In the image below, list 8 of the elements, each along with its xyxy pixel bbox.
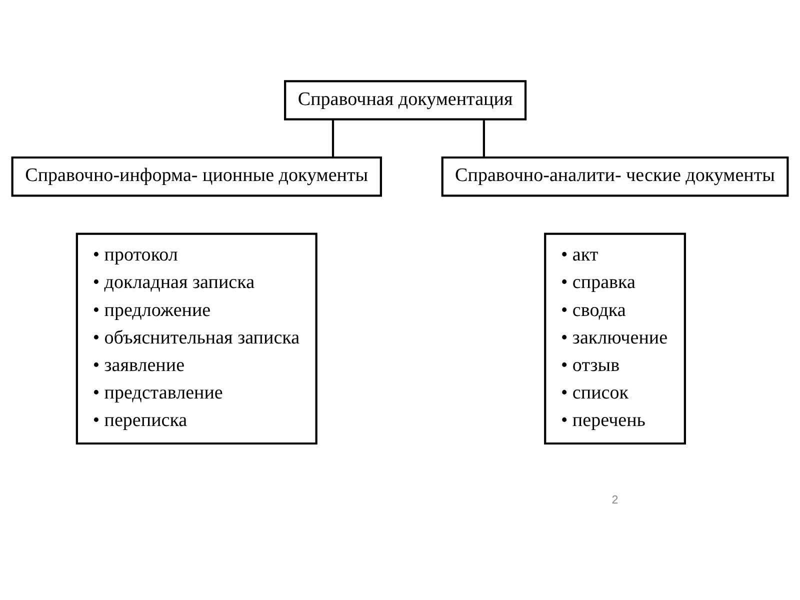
connector xyxy=(482,119,485,157)
connector xyxy=(332,119,334,157)
node-box: Справочно-информа- ционные документы xyxy=(11,156,382,196)
node-box: • протокол • докладная записка • предложение • объяснительная записка • заявление • представление • переписка xyxy=(76,232,318,444)
node-box: • акт • справка • сводка • заключение • отзыв • список • перечень xyxy=(544,232,686,444)
label: 2 xyxy=(612,493,618,506)
node-box: Справочная документация xyxy=(284,80,527,120)
node-box: Справочно-аналити- ческие документы xyxy=(441,156,789,196)
